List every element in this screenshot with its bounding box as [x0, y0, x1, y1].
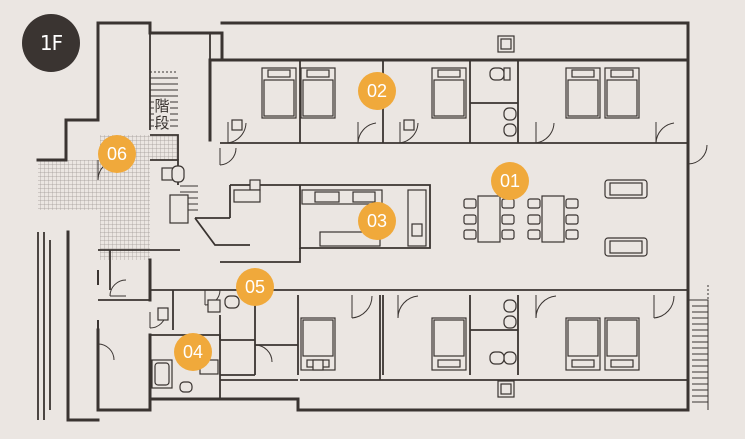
- fixtures: [151, 35, 517, 398]
- room-marker-05[interactable]: 05: [236, 268, 274, 306]
- doors: [97, 122, 708, 363]
- lounge-furniture: [463, 179, 648, 257]
- stairs-right: [688, 285, 709, 410]
- room-marker-04[interactable]: 04: [174, 333, 212, 371]
- room-marker-06[interactable]: 06: [98, 135, 136, 173]
- beds: [261, 67, 640, 371]
- stairs-label: 階 段: [154, 97, 170, 132]
- room-marker-01[interactable]: 01: [491, 162, 529, 200]
- room-marker-03[interactable]: 03: [358, 202, 396, 240]
- floor-badge: 1F: [22, 14, 80, 72]
- room-marker-02[interactable]: 02: [358, 72, 396, 110]
